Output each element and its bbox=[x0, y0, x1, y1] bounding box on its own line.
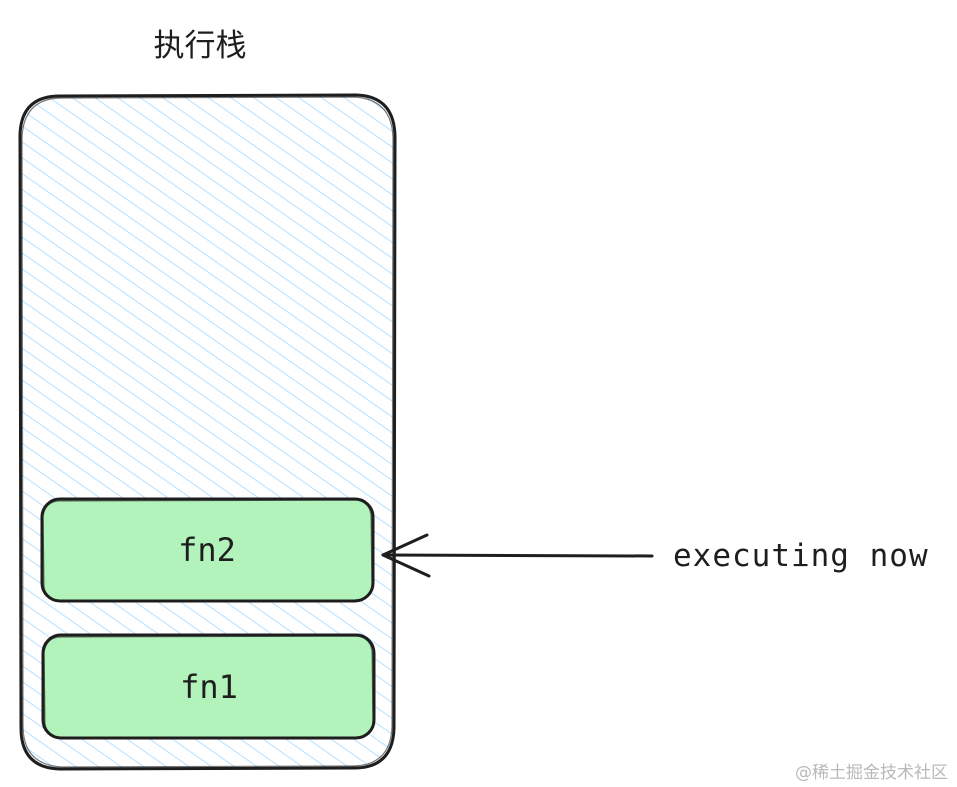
frame-fn1-label: fn1 bbox=[180, 668, 238, 706]
arrow-shaft bbox=[381, 553, 654, 558]
watermark: @稀土掘金技术社区 bbox=[795, 763, 948, 783]
stack-frame-fn2: fn2 bbox=[40, 497, 375, 603]
annotation-text: executing now bbox=[673, 538, 929, 574]
arrow-head bbox=[381, 533, 431, 578]
stack-title: 执行栈 bbox=[154, 28, 247, 64]
frame-fn2-label: fn2 bbox=[178, 531, 236, 569]
frame-fn2-sketch bbox=[42, 499, 373, 602]
stack-frame-fn1: fn1 bbox=[41, 633, 376, 740]
stack-outline-sketch bbox=[21, 96, 394, 768]
pointer-arrow bbox=[381, 533, 654, 578]
stack-outline bbox=[18, 93, 397, 771]
frame-fn1-sketch bbox=[43, 635, 374, 739]
